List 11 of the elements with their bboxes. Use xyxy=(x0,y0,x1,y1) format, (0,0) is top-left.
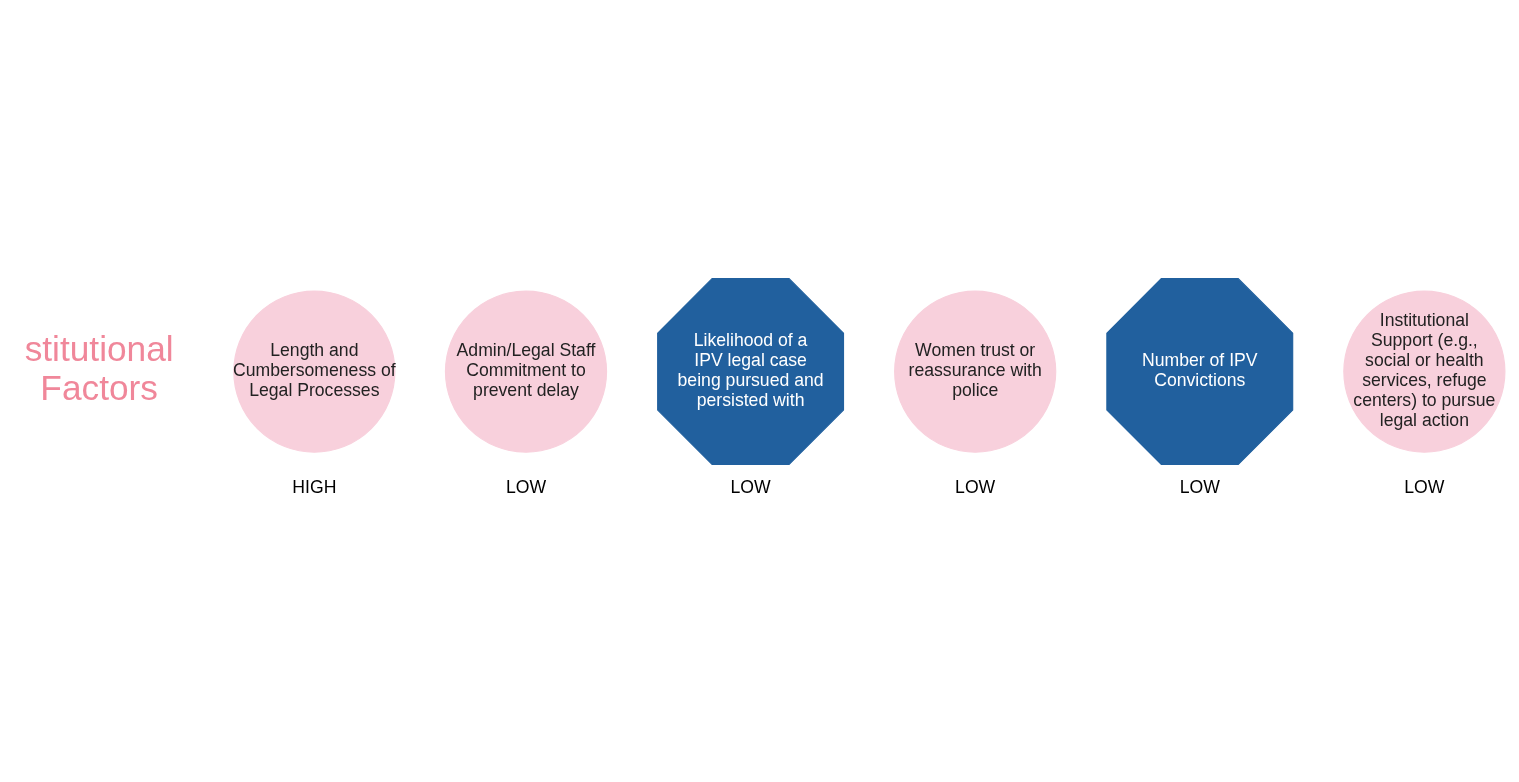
node-label: LOW xyxy=(1403,476,1444,497)
label: stitutional Factors xyxy=(24,329,174,407)
node-label: LOW xyxy=(954,476,995,497)
node-circle: Women trust or reassurance with police xyxy=(893,290,1056,453)
node-circle: Institutional Support (e.g., social or health services, refuge centers) to pursue legal action xyxy=(1342,290,1505,453)
node-label: LOW xyxy=(505,476,546,497)
node-circle: Admin/Legal Staff Commitment to prevent delay xyxy=(444,290,607,453)
node-label: LOW xyxy=(730,476,771,497)
node-label: LOW xyxy=(1179,476,1220,497)
node-label: HIGH xyxy=(291,476,336,497)
node-circle: Length and Cumbersomeness of Legal Processes xyxy=(232,290,395,453)
